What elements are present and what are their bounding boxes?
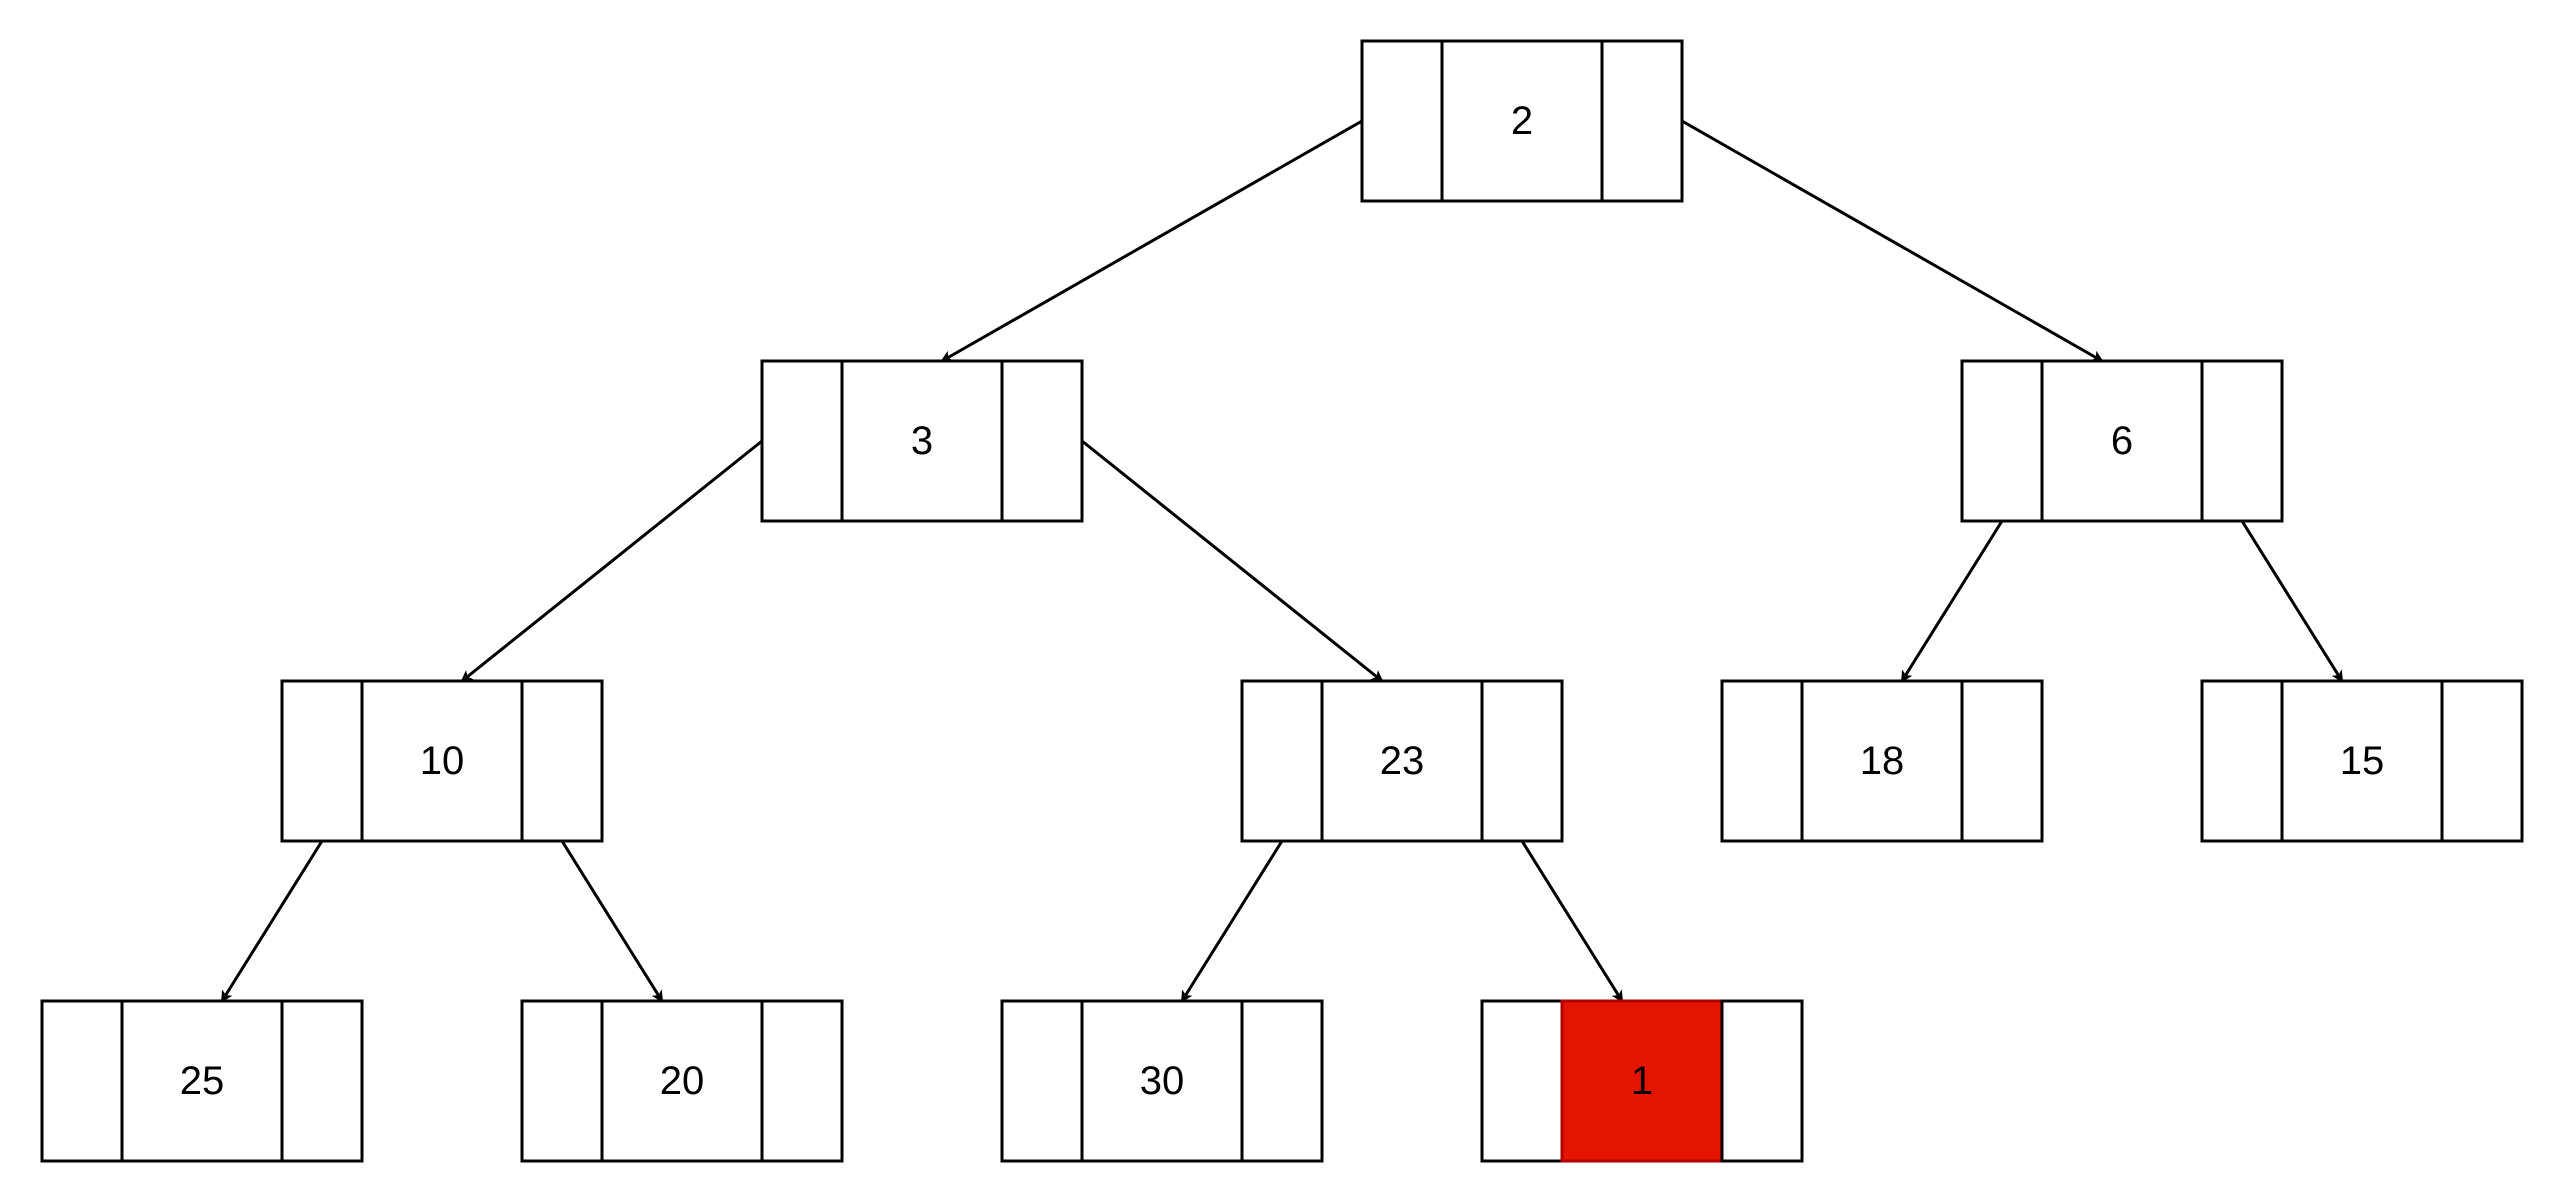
node-left-pointer-cell bbox=[1360, 39, 1444, 203]
node-value-label: 18 bbox=[1860, 739, 1905, 783]
tree-node-6: 6 bbox=[1960, 359, 2284, 523]
tree-node-2: 2 bbox=[1360, 39, 1684, 203]
node-value-label: 1 bbox=[1631, 1059, 1653, 1103]
node-right-pointer-cell bbox=[760, 999, 844, 1163]
node-left-pointer-cell bbox=[1000, 999, 1084, 1163]
node-left-pointer-cell bbox=[1240, 679, 1324, 843]
node-right-pointer-cell bbox=[280, 999, 364, 1163]
tree-node-25: 25 bbox=[40, 999, 364, 1163]
node-value-cell bbox=[1440, 39, 1604, 203]
edge-n23-n30 bbox=[1180, 840, 1284, 1003]
tree-node-3: 3 bbox=[760, 359, 1084, 523]
node-value-cell bbox=[120, 999, 284, 1163]
node-value-cell bbox=[2040, 359, 2204, 523]
node-value-cell bbox=[840, 359, 1004, 523]
edge-n10-n25 bbox=[220, 840, 324, 1003]
node-right-pointer-cell bbox=[1600, 39, 1684, 203]
node-value-label: 30 bbox=[1140, 1059, 1185, 1103]
node-right-pointer-cell bbox=[1960, 679, 2044, 843]
edge-n3-n10 bbox=[460, 439, 763, 683]
edges-layer bbox=[220, 119, 2344, 1003]
node-left-pointer-cell bbox=[1480, 999, 1564, 1163]
node-value-label: 20 bbox=[660, 1059, 705, 1103]
node-value-label: 10 bbox=[420, 739, 465, 783]
node-left-pointer-cell bbox=[520, 999, 604, 1163]
node-right-pointer-cell bbox=[2200, 359, 2284, 523]
node-value-cell bbox=[2280, 679, 2444, 843]
node-value-cell bbox=[1560, 999, 1724, 1163]
node-value-label: 23 bbox=[1380, 739, 1425, 783]
tree-node-10: 10 bbox=[280, 679, 604, 843]
edge-n6-n15 bbox=[2240, 520, 2344, 683]
node-left-pointer-cell bbox=[2200, 679, 2284, 843]
edge-n2-n3 bbox=[940, 119, 1363, 363]
node-right-pointer-cell bbox=[1000, 359, 1084, 523]
edge-n6-n18 bbox=[1900, 520, 2004, 683]
node-right-pointer-cell bbox=[2440, 679, 2524, 843]
tree-node-18: 18 bbox=[1720, 679, 2044, 843]
edge-n2-n6 bbox=[1681, 119, 2104, 363]
node-value-label: 2 bbox=[1511, 99, 1533, 143]
node-value-label: 3 bbox=[911, 419, 933, 463]
tree-node-20: 20 bbox=[520, 999, 844, 1163]
node-right-pointer-cell bbox=[1240, 999, 1324, 1163]
node-value-label: 25 bbox=[180, 1059, 225, 1103]
node-left-pointer-cell bbox=[280, 679, 364, 843]
node-value-label: 15 bbox=[2340, 739, 2385, 783]
tree-node-30: 30 bbox=[1000, 999, 1324, 1163]
node-left-pointer-cell bbox=[760, 359, 844, 523]
node-value-label: 6 bbox=[2111, 419, 2133, 463]
edge-n10-n20 bbox=[560, 840, 664, 1003]
edge-n3-n23 bbox=[1081, 439, 1384, 683]
node-right-pointer-cell bbox=[1480, 679, 1564, 843]
node-left-pointer-cell bbox=[1720, 679, 1804, 843]
tree-node-1: 1 bbox=[1480, 999, 1804, 1163]
node-value-cell bbox=[360, 679, 524, 843]
node-value-cell bbox=[1320, 679, 1484, 843]
edge-n23-n1 bbox=[1520, 840, 1624, 1003]
node-right-pointer-cell bbox=[1720, 999, 1804, 1163]
tree-node-15: 15 bbox=[2200, 679, 2524, 843]
tree-node-23: 23 bbox=[1240, 679, 1564, 843]
node-left-pointer-cell bbox=[40, 999, 124, 1163]
node-left-pointer-cell bbox=[1960, 359, 2044, 523]
node-value-cell bbox=[600, 999, 764, 1163]
node-value-cell bbox=[1800, 679, 1964, 843]
node-right-pointer-cell bbox=[520, 679, 604, 843]
